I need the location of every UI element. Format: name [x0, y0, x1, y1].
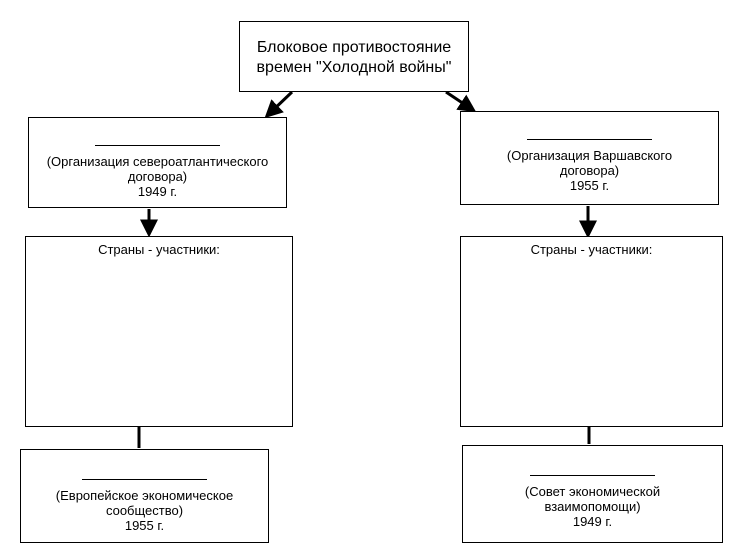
warsaw-box: (Организация Варшавского договора) 1955 … [460, 111, 719, 205]
warsaw-members-label: Страны - участники: [530, 242, 653, 257]
nato-year: 1949 г. [137, 184, 178, 199]
cmea-desc-line1: (Совет экономической [524, 484, 661, 499]
eec-desc-line2: сообщество) [105, 503, 184, 518]
warsaw-members-box: Страны - участники: [460, 236, 723, 427]
eec-box: (Европейское экономическое сообщество) 1… [20, 449, 269, 543]
eec-year: 1955 г. [124, 518, 165, 533]
cmea-box: (Совет экономической взаимопомощи) 1949 … [462, 445, 723, 543]
cmea-desc-line2: взаимопомощи) [544, 499, 641, 514]
arrow-root-to-nato [264, 90, 294, 119]
warsaw-year: 1955 г. [569, 178, 610, 193]
nato-name-blank [95, 145, 220, 146]
warsaw-name-blank [527, 139, 652, 140]
eec-name-blank [82, 479, 207, 480]
nato-members-label: Страны - участники: [98, 242, 220, 257]
nato-members-box: Страны - участники: [25, 236, 293, 427]
eec-desc-line1: (Европейское экономическое [55, 488, 234, 503]
root-title-line1: Блоковое противостояние [256, 38, 452, 56]
nato-desc-line2: договора) [127, 169, 188, 184]
cmea-year: 1949 г. [572, 514, 613, 529]
root-box: Блоковое противостояние времен "Холодной… [239, 21, 469, 92]
cmea-name-blank [530, 475, 655, 476]
nato-desc-line1: (Организация североатлантического [46, 154, 269, 169]
warsaw-desc-line1: (Организация Варшавского [506, 148, 673, 163]
root-title-line2: времен "Холодной войны" [256, 58, 452, 76]
arrow-root-to-warsaw [445, 90, 477, 113]
nato-box: (Организация североатлантического догово… [28, 117, 287, 208]
warsaw-desc-line2: договора) [559, 163, 620, 178]
